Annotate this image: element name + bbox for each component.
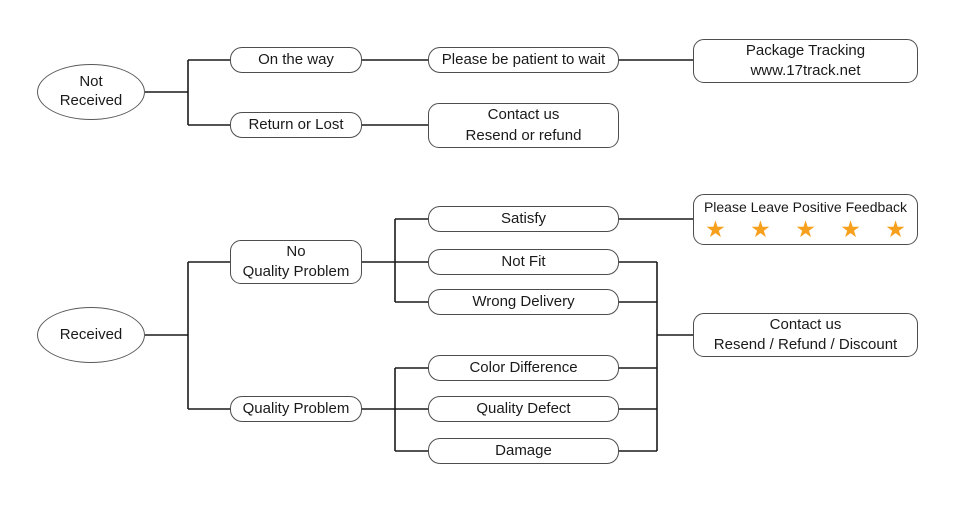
node-on-the-way: On the way (230, 47, 362, 73)
node-package-tracking: Package Tracking www.17track.net (693, 39, 918, 83)
node-label: Package Tracking (745, 41, 866, 59)
node-label: Satisfy (500, 209, 546, 227)
node-label: Contact us (487, 106, 560, 124)
node-wrong-delivery: Wrong Delivery (428, 289, 619, 315)
node-label: No (286, 242, 306, 260)
node-label: Color Difference (469, 358, 578, 376)
node-not-fit: Not Fit (428, 249, 619, 275)
node-contact-resend-refund-discount: Contact us Resend / Refund / Discount (693, 313, 918, 357)
tracking-url: www.17track.net (750, 62, 861, 79)
node-positive-feedback: Please Leave Positive Feedback ★ ★ ★ ★ ★ (693, 194, 918, 245)
node-no-quality-problem: No Quality Problem (230, 240, 362, 284)
node-received: Received (37, 307, 145, 363)
node-label: Quality Problem (242, 399, 350, 417)
node-label: Contact us (769, 315, 842, 333)
node-label: Not (79, 73, 103, 91)
node-damage: Damage (428, 438, 619, 464)
node-label: Return or Lost (248, 115, 344, 133)
node-contact-resend-refund: Contact us Resend or refund (428, 103, 619, 148)
node-label: Quality Defect (476, 399, 571, 417)
node-color-difference: Color Difference (428, 355, 619, 381)
node-label: Please be patient to wait (441, 50, 606, 68)
node-label: Not Fit (501, 252, 546, 270)
node-label: Damage (495, 441, 552, 459)
node-return-or-lost: Return or Lost (230, 112, 362, 138)
node-label: On the way (258, 50, 334, 68)
node-label: Resend or refund (465, 126, 582, 144)
node-label: Wrong Delivery (472, 292, 575, 310)
node-satisfy: Satisfy (428, 206, 619, 232)
node-be-patient: Please be patient to wait (428, 47, 619, 73)
node-label: Resend / Refund / Discount (713, 336, 898, 353)
node-quality-problem: Quality Problem (230, 396, 362, 422)
star-rating-icon: ★ ★ ★ ★ ★ (705, 216, 915, 243)
node-label: Received (59, 325, 123, 343)
node-not-received: Not Received (37, 64, 145, 120)
node-quality-defect: Quality Defect (428, 396, 619, 422)
node-label: Please Leave Positive Feedback (703, 198, 908, 215)
node-label: Received (59, 92, 123, 109)
node-label: Quality Problem (242, 263, 350, 280)
